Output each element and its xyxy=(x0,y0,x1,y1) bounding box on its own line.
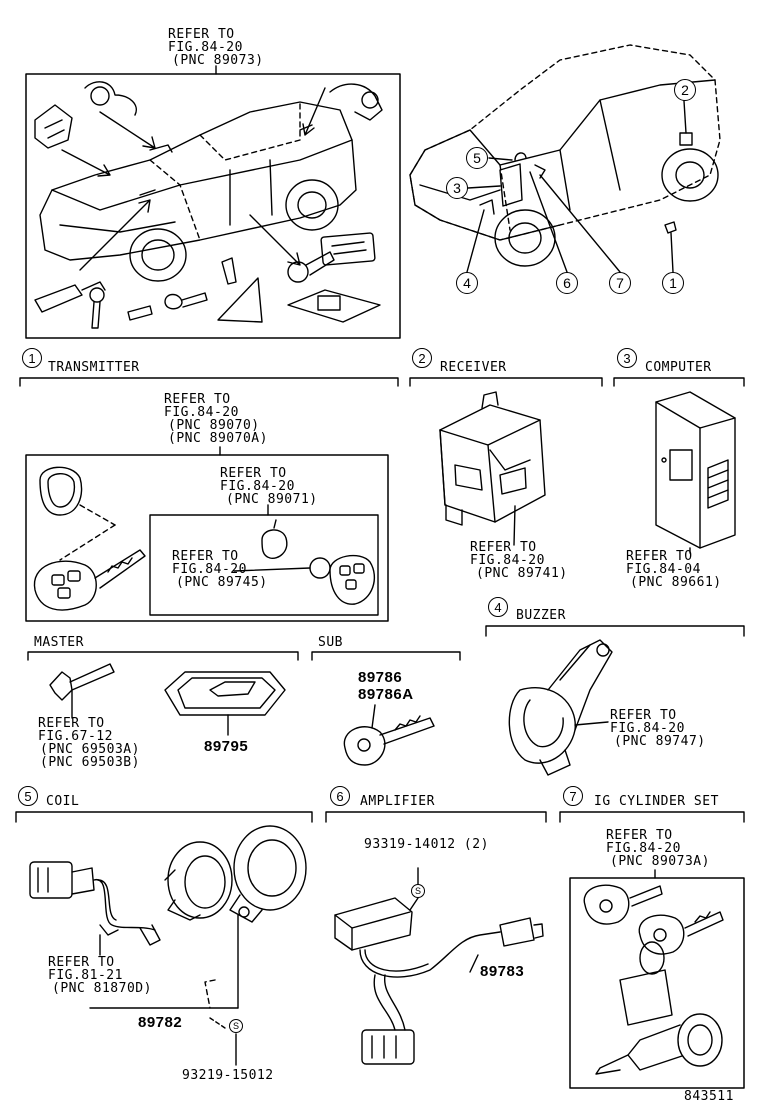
top-ref-line1: REFER TO xyxy=(168,27,235,42)
master-ref-line2: FIG.67-12 xyxy=(38,729,113,744)
section-6-title: AMPLIFIER xyxy=(360,794,435,809)
sub-key-illustration xyxy=(343,704,435,766)
diagram-id: 843511 xyxy=(684,1089,734,1104)
section-1-number: 1 xyxy=(22,348,42,368)
section-7-title: IG CYLINDER SET xyxy=(594,794,719,809)
callout-1: 1 xyxy=(662,272,684,294)
igcyl-ref-line2: FIG.84-20 xyxy=(606,841,681,856)
callout-4: 4 xyxy=(456,272,478,294)
receiver-illustration xyxy=(439,391,546,546)
transmitter-ref1-line2: FIG.84-20 xyxy=(164,405,239,420)
master-ref-line4: (PNC 69503B) xyxy=(40,755,140,770)
amplifier-part-number: 89783 xyxy=(480,963,525,980)
ig-cylinder-illustration xyxy=(569,869,745,1089)
callout-7: 7 xyxy=(609,272,631,294)
section-5-title: COIL xyxy=(46,794,80,809)
receiver-ref-line2: FIG.84-20 xyxy=(470,553,545,568)
coil-ref-line3: (PNC 81870D) xyxy=(52,981,152,996)
master-key-illustration xyxy=(49,663,286,736)
section-4-title: BUZZER xyxy=(516,608,566,623)
transmitter-ref2-line2: FIG.84-20 xyxy=(220,479,295,494)
transmitter-ref1-line4: (PNC 89070A) xyxy=(168,431,268,446)
top-left-vehicle-panel xyxy=(25,65,401,339)
callout-6: 6 xyxy=(556,272,578,294)
master-part-number: 89795 xyxy=(204,738,249,755)
master-label: MASTER xyxy=(34,635,84,650)
computer-ref-line2: FIG.84-04 xyxy=(626,562,701,577)
section-3-title: COMPUTER xyxy=(645,360,712,375)
section-2-number: 2 xyxy=(412,348,432,368)
computer-ref-line1: REFER TO xyxy=(626,549,693,564)
transmitter-ref1-line1: REFER TO xyxy=(164,392,231,407)
transmitter-ref3-line2: FIG.84-20 xyxy=(172,562,247,577)
computer-ref-line3: (PNC 89661) xyxy=(630,575,722,590)
buzzer-ref-line3: (PNC 89747) xyxy=(614,734,706,749)
transmitter-ref3-line1: REFER TO xyxy=(172,549,239,564)
coil-ref-line2: FIG.81-21 xyxy=(48,968,123,983)
sub-part-number-1: 89786 xyxy=(358,669,403,686)
transmitter-illustration xyxy=(25,446,389,622)
callout-5: 5 xyxy=(466,147,488,169)
master-ref-line3: (PNC 69503A) xyxy=(40,742,140,757)
section-1-title: TRANSMITTER xyxy=(48,360,140,375)
receiver-ref-line1: REFER TO xyxy=(470,540,537,555)
buzzer-ref-line2: FIG.84-20 xyxy=(610,721,685,736)
transmitter-ref2-line3: (PNC 89071) xyxy=(226,492,318,507)
buzzer-ref-line1: REFER TO xyxy=(610,708,677,723)
transmitter-ref2-line1: REFER TO xyxy=(220,466,287,481)
igcyl-ref-line1: REFER TO xyxy=(606,828,673,843)
sub-part-number-2: 89786A xyxy=(358,686,414,703)
section-3-number: 3 xyxy=(617,348,637,368)
callout-3: 3 xyxy=(446,177,468,199)
coil-ref-line1: REFER TO xyxy=(48,955,115,970)
transmitter-ref3-line3: (PNC 89745) xyxy=(176,575,268,590)
top-right-vehicle xyxy=(409,44,721,273)
buzzer-illustration xyxy=(508,639,613,776)
callout-2: 2 xyxy=(674,79,696,101)
coil-illustration xyxy=(29,825,307,1066)
section-5-number: 5 xyxy=(18,786,38,806)
top-ref-line2: FIG.84-20 xyxy=(168,40,243,55)
section-7-number: 7 xyxy=(563,786,583,806)
sub-label: SUB xyxy=(318,635,343,650)
coil-bolt-number: 93219-15012 xyxy=(182,1068,274,1083)
amplifier-bolt-number: 93319-14012 (2) xyxy=(364,837,489,852)
coil-part-number: 89782 xyxy=(138,1014,183,1031)
section-6-number: 6 xyxy=(330,786,350,806)
section-2-title: RECEIVER xyxy=(440,360,507,375)
master-ref-line1: REFER TO xyxy=(38,716,105,731)
amplifier-illustration xyxy=(334,867,544,1065)
transmitter-ref1-line3: (PNC 89070) xyxy=(168,418,260,433)
coil-s-mark: S xyxy=(229,1019,243,1033)
section-4-number: 4 xyxy=(488,597,508,617)
receiver-ref-line3: (PNC 89741) xyxy=(476,566,568,581)
section-brackets xyxy=(15,377,745,823)
amplifier-s-mark: S xyxy=(411,884,425,898)
top-ref-line3: (PNC 89073) xyxy=(172,53,264,68)
igcyl-ref-line3: (PNC 89073A) xyxy=(610,854,710,869)
computer-illustration xyxy=(655,391,736,554)
